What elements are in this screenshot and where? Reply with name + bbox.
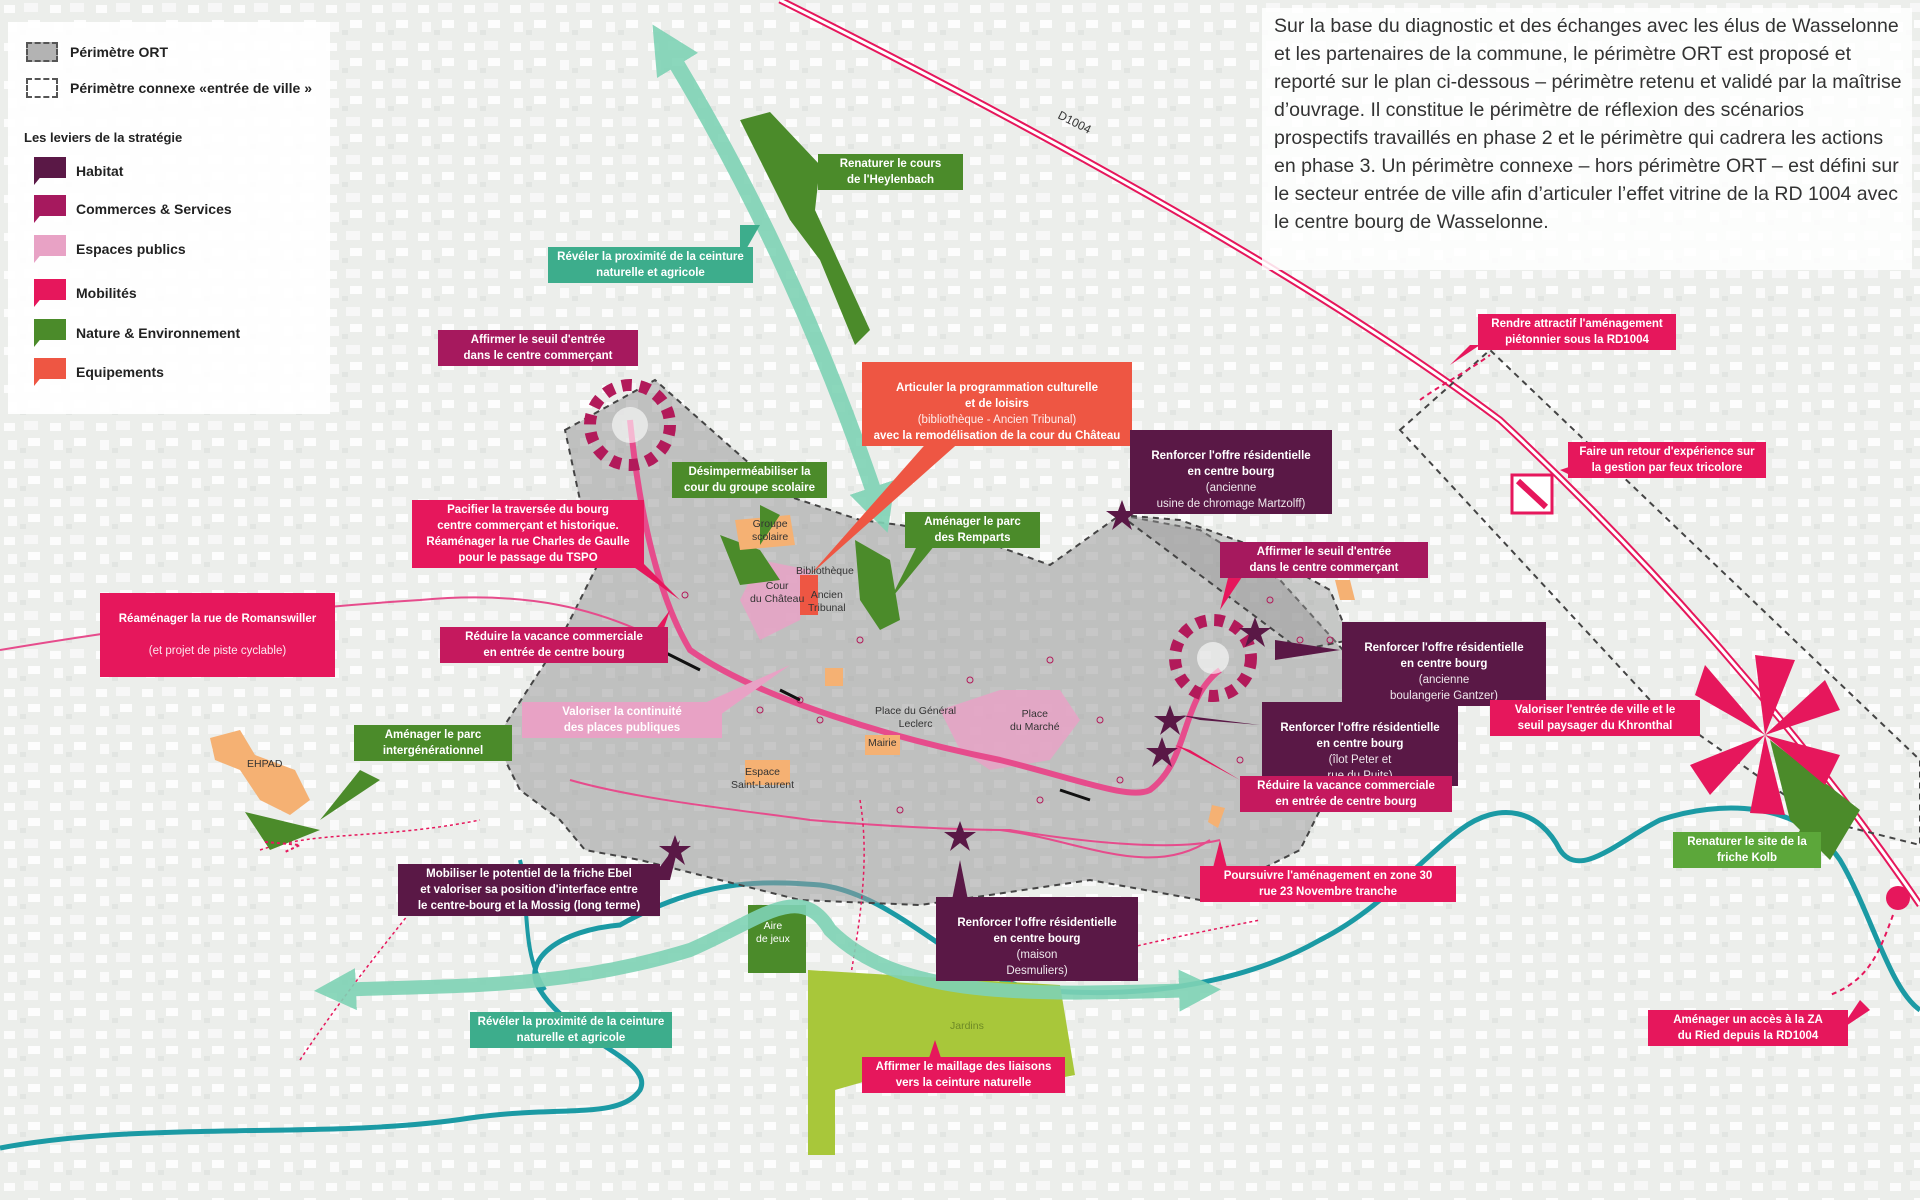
legend-item-mobilites: Mobilités — [34, 279, 137, 307]
intro-panel: Sur la base du diagnostic et des échange… — [1262, 8, 1912, 270]
label-pacifier-traversee: Pacifier la traversée du bourg centre co… — [412, 500, 644, 568]
label-renforcer-gantzer-sub: (ancienne boulangerie Gantzer) — [1389, 674, 1499, 702]
label-valoriser-entree: Valoriser l'entrée de ville et le seuil … — [1490, 700, 1700, 736]
label-renforcer-desmuliers-sub: (maison Desmuliers) — [1006, 949, 1068, 977]
label-renforcer-martzolff: Renforcer l'offre résidentielle en centr… — [1130, 430, 1332, 514]
label-reamenager-romanswiller-sub: (et projet de piste cyclable) — [148, 645, 287, 657]
place-bibliotheque: Bibliothèque — [796, 565, 854, 577]
label-amenager-acces-za: Aménager un accès à la ZA du Ried depuis… — [1648, 1010, 1848, 1046]
label-mobiliser-friche-ebel: Mobiliser le potentiel de la friche Ebel… — [398, 864, 660, 916]
label-renforcer-desmuliers-main: Renforcer l'offre résidentielle en centr… — [957, 917, 1117, 945]
arrow-ceinture-sud — [314, 899, 1221, 1012]
arrow-ceinture-nord — [652, 24, 896, 533]
label-poursuivre-zone30: Poursuivre l'aménagement en zone 30 rue … — [1200, 866, 1456, 902]
label-reduire-vacance-ouest: Réduire la vacance commerciale en entrée… — [440, 627, 668, 663]
legend-ort-label: Périmètre ORT — [70, 44, 169, 60]
za-access-dot — [1886, 886, 1910, 910]
label-renaturer-kolb: Renaturer le site de la friche Kolb — [1673, 832, 1821, 868]
label-affirmer-seuil-ouest: Affirmer le seuil d'entrée dans le centr… — [438, 330, 638, 366]
place-mairie: Mairie — [868, 737, 897, 749]
place-cour-chateau: Cour du Château — [750, 580, 805, 605]
legend-connexe-swatch — [26, 78, 58, 98]
legend-ort: Périmètre ORT — [26, 42, 168, 62]
intro-text: Sur la base du diagnostic et des échange… — [1274, 15, 1902, 233]
place-aire-de-jeux: Aire de jeux — [756, 920, 790, 945]
legend-item-nature: Nature & Environnement — [34, 319, 240, 347]
label-reduire-vacance-est: Réduire la vacance commerciale en entrée… — [1240, 776, 1452, 812]
label-articuler-programmation: Articuler la programmation culturelle et… — [862, 362, 1132, 446]
label-articuler-programmation-sub: (bibliothèque - Ancien Tribunal) — [917, 414, 1077, 426]
label-reamenager-romanswiller-main: Réaménager la rue de Romanswiller — [118, 613, 317, 625]
seuil-burst-west — [584, 379, 676, 471]
legend-item-espaces-publics: Espaces publics — [34, 235, 186, 263]
label-desimpermeabiliser: Désimperméabiliser la cour du groupe sco… — [672, 462, 827, 498]
entree-ville-burst — [1690, 655, 1840, 815]
callout-pointers — [100, 170, 1870, 1070]
label-rendre-attractif: Rendre attractif l'aménagement piétonnie… — [1478, 314, 1676, 350]
place-ancien-tribunal: Ancien Tribunal — [808, 589, 846, 614]
label-renforcer-gantzer-main: Renforcer l'offre résidentielle en centr… — [1364, 642, 1524, 670]
legend: Périmètre ORT Périmètre connexe «entrée … — [8, 22, 330, 414]
label-renforcer-peter: Renforcer l'offre résidentielle en centr… — [1262, 702, 1458, 786]
label-reveler-ceinture-nord: Révéler la proximité de la ceinture natu… — [548, 247, 753, 283]
label-renforcer-gantzer: Renforcer l'offre résidentielle en centr… — [1342, 622, 1546, 706]
place-general-leclerc: Place du Général Leclerc — [875, 705, 957, 730]
label-articuler-programmation-main: Articuler la programmation culturelle et… — [896, 382, 1098, 410]
place-espace-saint-laurent: Espace Saint-Laurent — [731, 766, 795, 791]
label-retour-experience: Faire un retour d'expérience sur la gest… — [1568, 442, 1766, 478]
legend-item-habitat: Habitat — [34, 157, 123, 185]
label-renaturer-heylenbach: Renaturer le cours de l'Heylenbach — [818, 154, 963, 190]
legend-item-commerces: Commerces & Services — [34, 195, 232, 223]
label-affirmer-maillage: Affirmer le maillage des liaisons vers l… — [862, 1057, 1065, 1093]
label-renforcer-martzolff-main: Renforcer l'offre résidentielle en centr… — [1151, 450, 1311, 478]
legend-ort-swatch — [26, 42, 58, 62]
label-renforcer-peter-main: Renforcer l'offre résidentielle en centr… — [1280, 722, 1440, 750]
label-reveler-ceinture-sud: Révéler la proximité de la ceinture natu… — [470, 1012, 672, 1048]
main-street — [627, 419, 1222, 796]
legend-leviers-title: Les leviers de la stratégie — [24, 130, 183, 145]
label-reamenager-romanswiller: Réaménager la rue de Romanswiller (et pr… — [100, 593, 335, 677]
legend-connexe: Périmètre connexe «entrée de ville » — [26, 78, 312, 98]
label-amenager-remparts: Aménager le parc des Remparts — [905, 512, 1040, 548]
label-renforcer-martzolff-sub: (ancienne usine de chromage Martzolff) — [1156, 482, 1306, 510]
place-marche: Place du Marché — [1010, 708, 1060, 733]
label-renforcer-desmuliers: Renforcer l'offre résidentielle en centr… — [936, 897, 1138, 981]
label-articuler-programmation-end: avec la remodélisation de la cour du Châ… — [873, 430, 1121, 442]
seuil-burst-east — [1169, 614, 1257, 702]
place-groupe-scolaire: Groupe scolaire — [752, 518, 789, 543]
feux-tricolore-icon — [1510, 473, 1554, 515]
place-ehpad: EHPAD — [247, 758, 283, 770]
commerce-stars — [681, 591, 1334, 814]
label-valoriser-continuite: Valoriser la continuité des places publi… — [522, 702, 722, 738]
label-affirmer-seuil-est: Affirmer le seuil d'entrée dans le centr… — [1220, 542, 1428, 578]
label-amenager-intergenerationnel: Aménager le parc intergénérationnel — [354, 725, 512, 761]
espaces-publics-area — [740, 560, 1080, 770]
place-jardins: Jardins — [950, 1020, 984, 1032]
legend-connexe-label: Périmètre connexe «entrée de ville » — [70, 80, 313, 96]
legend-item-equipements: Equipements — [34, 358, 164, 386]
equipement-ehpad — [210, 730, 310, 815]
